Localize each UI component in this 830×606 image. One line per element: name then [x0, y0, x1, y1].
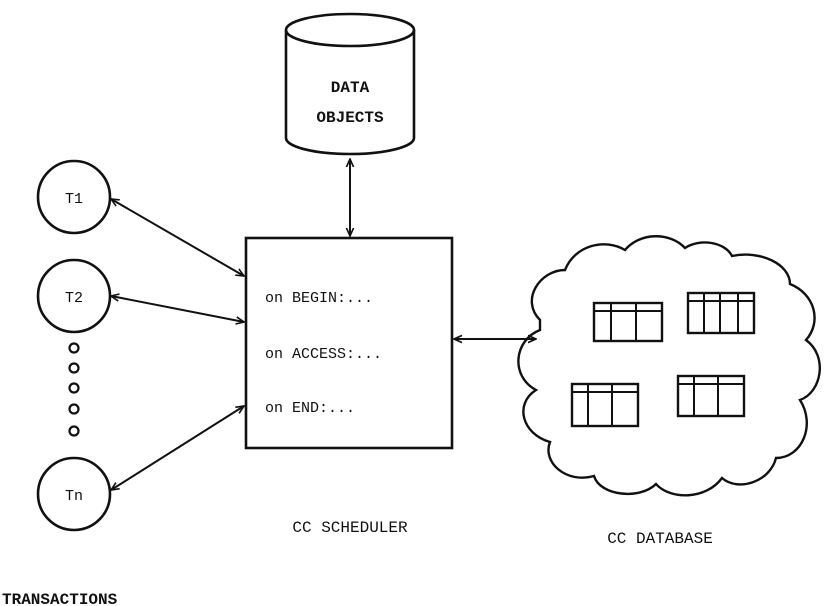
cylinder-label-line2: OBJECTS	[316, 109, 384, 127]
handler-begin: on BEGIN:...	[265, 290, 373, 307]
transactions-caption: TRANSACTIONS	[2, 591, 118, 606]
db-table-icon	[686, 291, 756, 335]
transaction-t1: T1	[36, 159, 112, 235]
handler-access: on ACCESS:...	[265, 346, 382, 363]
db-table-icon	[592, 301, 664, 343]
cylinder-label-line1: DATA	[331, 79, 370, 97]
db-table-icon	[570, 382, 640, 428]
cc-database-caption: CC DATABASE	[607, 530, 713, 548]
cc-scheduler-box: on BEGIN:... on ACCESS:... on END:...	[244, 236, 454, 450]
data-objects-cylinder: DATA OBJECTS	[284, 12, 416, 156]
handler-end: on END:...	[265, 400, 355, 417]
transaction-t1-label: T1	[65, 191, 83, 208]
transaction-t2: T2	[36, 258, 112, 334]
cc-database-cloud	[517, 235, 821, 497]
arrow-t1-scheduler	[111, 199, 244, 276]
transaction-tn: Tn	[36, 456, 112, 532]
arrow-t2-scheduler	[111, 296, 244, 322]
arrow-tn-scheduler	[111, 406, 244, 490]
transaction-ellipsis-dots	[68, 342, 80, 437]
scheduler-caption: CC SCHEDULER	[292, 519, 408, 537]
db-table-icon	[676, 374, 746, 418]
transaction-tn-label: Tn	[65, 488, 83, 505]
transaction-t2-label: T2	[65, 290, 83, 307]
